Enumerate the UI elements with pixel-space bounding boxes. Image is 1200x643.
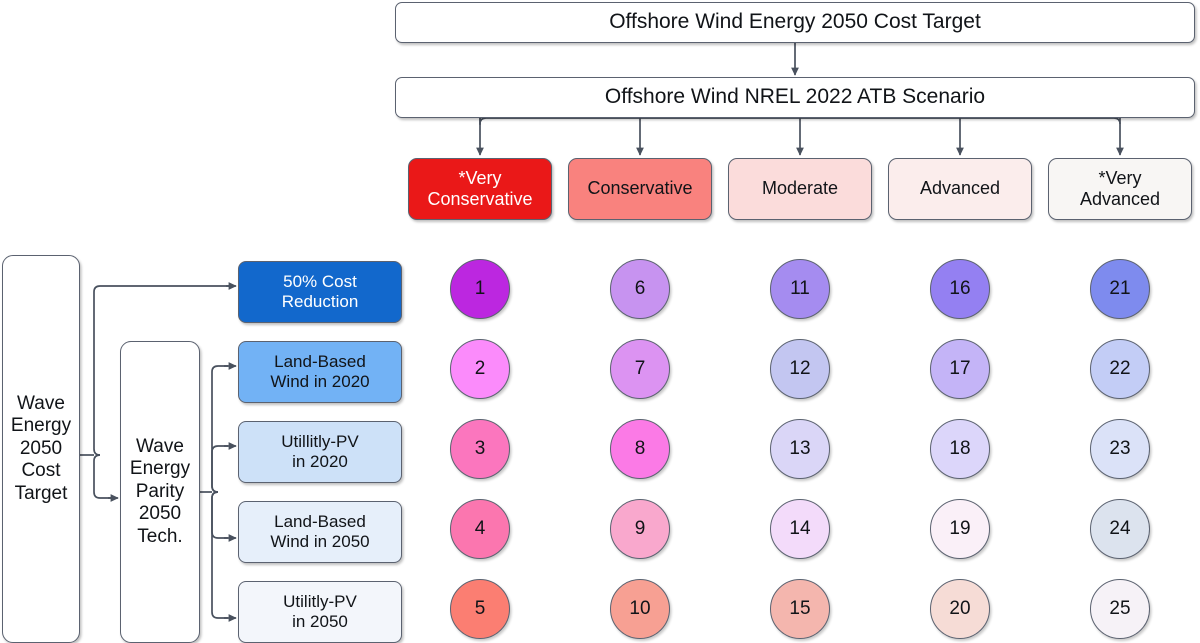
row-label-land-based-wind-2020[interactable]: Land-Based Wind in 2020 — [238, 341, 402, 403]
row-label-utility-pv-2050[interactable]: Utilitly-PV in 2050 — [238, 581, 402, 643]
matrix-cell[interactable]: 4 — [450, 499, 510, 559]
scenario-box-conservative[interactable]: Conservative — [568, 158, 712, 220]
matrix-cell[interactable]: 23 — [1090, 419, 1150, 479]
matrix-cell[interactable]: 18 — [930, 419, 990, 479]
matrix-cell[interactable]: 9 — [610, 499, 670, 559]
matrix-cell[interactable]: 2 — [450, 339, 510, 399]
matrix-cell[interactable]: 22 — [1090, 339, 1150, 399]
root-title-box: Offshore Wind Energy 2050 Cost Target — [395, 2, 1195, 43]
scenario-title-box: Offshore Wind NREL 2022 ATB Scenario — [395, 77, 1195, 118]
matrix-cell[interactable]: 19 — [930, 499, 990, 559]
matrix-cell[interactable]: 6 — [610, 259, 670, 319]
matrix-cell[interactable]: 8 — [610, 419, 670, 479]
matrix-cell[interactable]: 14 — [770, 499, 830, 559]
matrix-cell[interactable]: 16 — [930, 259, 990, 319]
row-label-land-based-wind-2050[interactable]: Land-Based Wind in 2050 — [238, 501, 402, 563]
scenario-box-very-advanced[interactable]: *Very Advanced — [1048, 158, 1192, 220]
matrix-cell[interactable]: 25 — [1090, 579, 1150, 639]
matrix-cell[interactable]: 7 — [610, 339, 670, 399]
row-label-50-percent-cost-reduction[interactable]: 50% Cost Reduction — [238, 261, 402, 323]
root-box-wave-energy-parity[interactable]: Wave Energy Parity 2050 Tech. — [120, 341, 200, 643]
scenario-box-moderate[interactable]: Moderate — [728, 158, 872, 220]
matrix-cell[interactable]: 1 — [450, 259, 510, 319]
matrix-cell[interactable]: 21 — [1090, 259, 1150, 319]
matrix-cell[interactable]: 15 — [770, 579, 830, 639]
matrix-cell[interactable]: 3 — [450, 419, 510, 479]
root-box-wave-energy-cost-target[interactable]: Wave Energy 2050 Cost Target — [2, 255, 80, 643]
matrix-cell[interactable]: 10 — [610, 579, 670, 639]
matrix-cell[interactable]: 20 — [930, 579, 990, 639]
matrix-cell[interactable]: 13 — [770, 419, 830, 479]
matrix-cell[interactable]: 5 — [450, 579, 510, 639]
scenario-box-very-conservative[interactable]: *Very Conservative — [408, 158, 552, 220]
matrix-cell[interactable]: 11 — [770, 259, 830, 319]
matrix-cell[interactable]: 24 — [1090, 499, 1150, 559]
row-label-utility-pv-2020[interactable]: Utillitly-PV in 2020 — [238, 421, 402, 483]
matrix-cell[interactable]: 17 — [930, 339, 990, 399]
matrix-cell[interactable]: 12 — [770, 339, 830, 399]
scenario-box-advanced[interactable]: Advanced — [888, 158, 1032, 220]
